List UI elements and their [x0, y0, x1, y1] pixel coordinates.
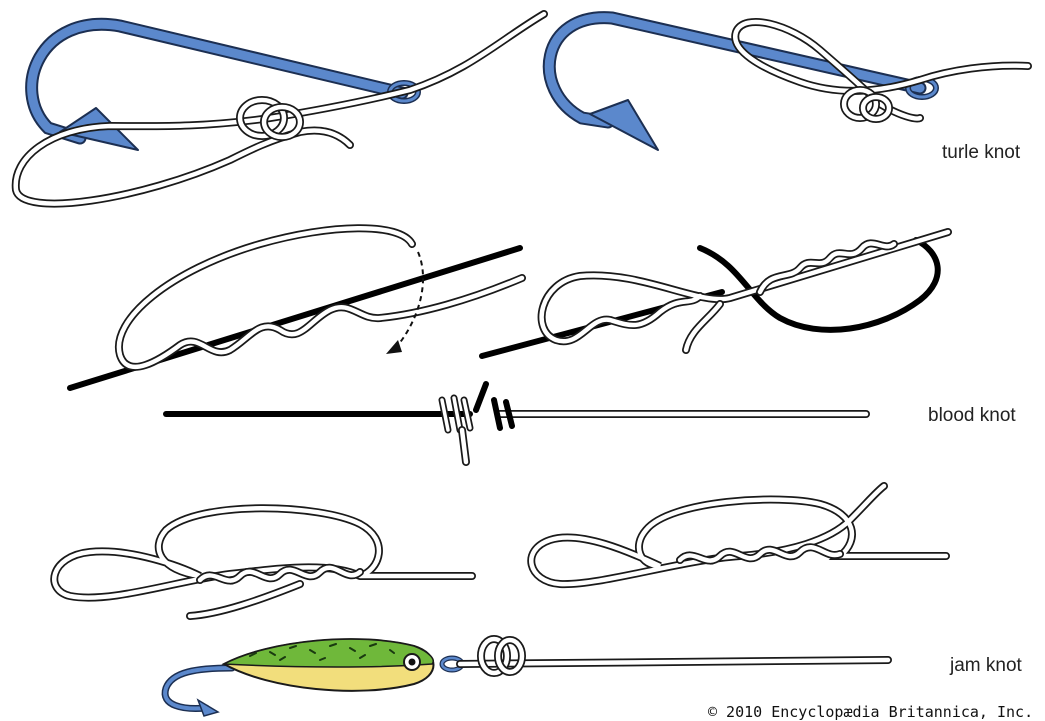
hook-2	[549, 18, 936, 150]
turle-knot-step-1	[16, 14, 544, 204]
turle-knot-label: turle knot	[942, 142, 1020, 164]
blood-knot-finished	[166, 384, 866, 462]
blood-knot-label: blood knot	[928, 405, 1016, 427]
blood-knot-step-2	[482, 232, 948, 356]
jam-knot-step-2	[531, 486, 946, 584]
lure-icon	[224, 639, 462, 691]
dark-loop-2	[700, 240, 938, 330]
jam-knot-step-1	[54, 508, 472, 616]
line-loop-2	[735, 22, 1028, 119]
tuck-arrow	[394, 252, 423, 350]
turle-knot-step-2	[549, 18, 1028, 150]
copyright-credit: © 2010 Encyclopædia Britannica, Inc.	[708, 703, 1033, 721]
blood-knot-step-1	[70, 228, 522, 388]
jam-knot-label: jam knot	[950, 655, 1022, 677]
